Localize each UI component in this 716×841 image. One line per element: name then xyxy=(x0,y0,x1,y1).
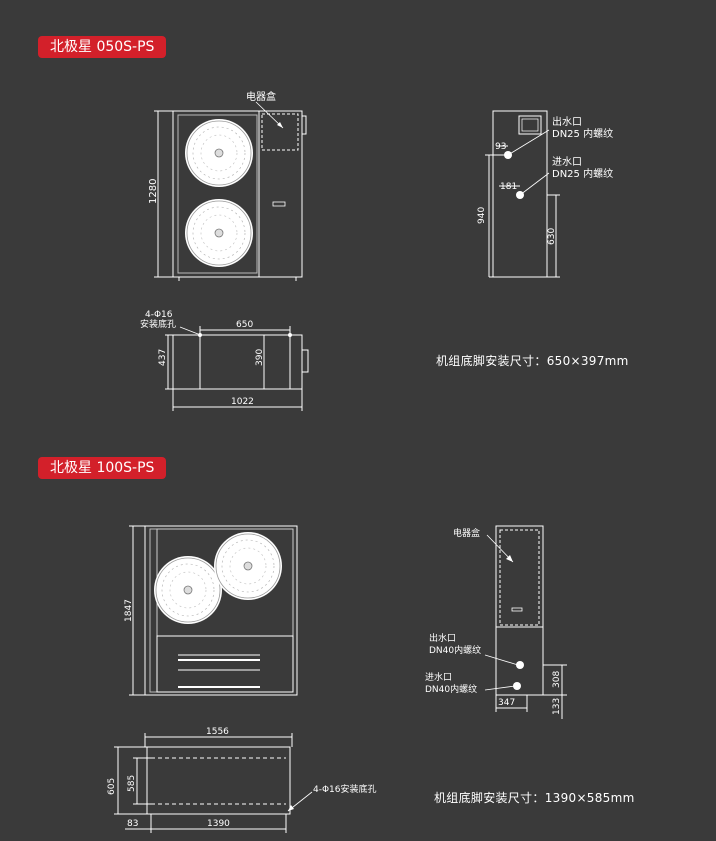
dim-437: 437 xyxy=(158,349,168,366)
inlet-spec-100s: DN40内螺纹 xyxy=(425,683,477,695)
base-view-100s xyxy=(114,733,293,833)
dim-390: 390 xyxy=(255,349,265,366)
dim-181: 181 xyxy=(500,182,517,192)
fan-icon xyxy=(184,118,254,188)
dim-585: 585 xyxy=(127,775,137,792)
dim-308: 308 xyxy=(552,671,562,688)
fan-icon xyxy=(184,198,254,268)
install-note-050s: 机组底脚安装尺寸：650×397mm xyxy=(436,354,629,368)
section-title-050s: 北极星 050S-PS xyxy=(38,36,167,58)
mount-hole-icon xyxy=(288,333,292,337)
dim-1022: 1022 xyxy=(231,397,254,407)
electrical-box-label-050s: 电器盒 xyxy=(246,90,284,129)
dim-83: 83 xyxy=(127,819,138,829)
side-view-100s xyxy=(495,525,567,719)
dim-650: 650 xyxy=(236,320,253,330)
front-view-050s xyxy=(154,110,307,281)
outlet-label-100s: 出水口 xyxy=(429,632,456,644)
height-630: 630 xyxy=(547,228,557,245)
inlet-label-050s: 进水口 xyxy=(552,156,582,168)
hole-label2-050s: 安装底孔 xyxy=(140,318,176,330)
inlet-label-100s: 进水口 xyxy=(425,671,452,683)
hole-label-100s: 4-Φ16安装底孔 xyxy=(313,783,377,795)
hole-label-050s: 4-Φ16 xyxy=(145,310,173,320)
front-view-100s xyxy=(129,525,298,696)
dim-93: 93 xyxy=(495,142,506,152)
dim-1390: 1390 xyxy=(207,819,230,829)
base-view-050s xyxy=(165,326,309,411)
install-note-100s: 机组底脚安装尺寸：1390×585mm xyxy=(434,791,635,805)
height-940: 940 xyxy=(477,207,487,224)
side-view-050s xyxy=(485,110,560,278)
dim-133: 133 xyxy=(552,698,562,715)
outlet-spec-050s: DN25 内螺纹 xyxy=(552,127,613,140)
inlet-port-100s xyxy=(513,682,521,690)
outlet-spec-100s: DN40内螺纹 xyxy=(429,644,481,656)
fan-icon xyxy=(153,555,223,625)
outlet-label-050s: 出水口 xyxy=(552,115,582,128)
height-1280: 1280 xyxy=(148,179,159,204)
dim-605: 605 xyxy=(107,778,117,795)
dim-1556: 1556 xyxy=(206,727,229,737)
height-1847: 1847 xyxy=(124,599,134,622)
electrical-box-label-100s: 电器盒 xyxy=(453,527,480,539)
outlet-port-100s xyxy=(516,661,524,669)
dim-347: 347 xyxy=(498,698,515,708)
section-title-100s: 北极星 100S-PS xyxy=(38,457,167,479)
fan-icon xyxy=(213,531,283,601)
mount-hole-icon xyxy=(198,333,202,337)
svg-text:电器盒: 电器盒 xyxy=(246,90,276,103)
inlet-spec-050s: DN25 内螺纹 xyxy=(552,167,613,180)
